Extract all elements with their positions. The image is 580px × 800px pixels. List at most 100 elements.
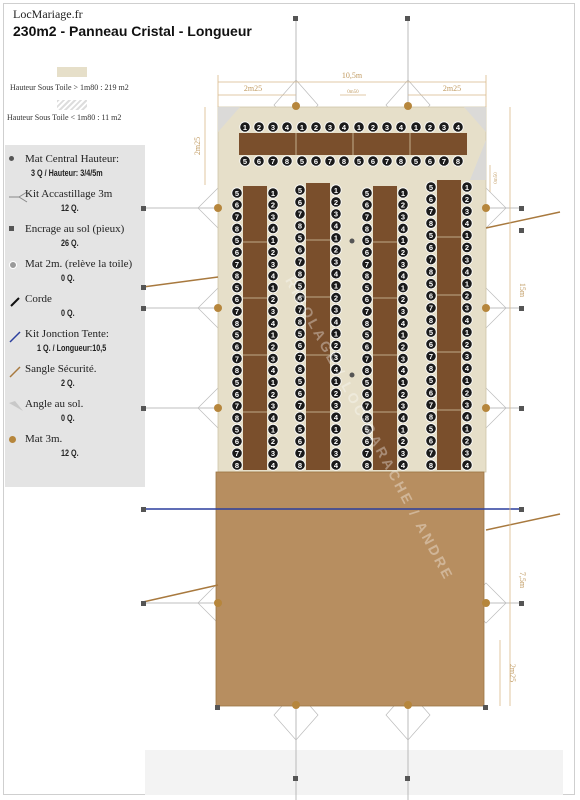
seat <box>361 270 373 282</box>
seat <box>425 350 437 362</box>
seat-number: 4 <box>271 461 276 470</box>
seat-number: 5 <box>429 183 433 192</box>
seat-number: 3 <box>334 305 338 314</box>
seat-number: 1 <box>271 283 275 292</box>
seat-number: 8 <box>456 157 460 166</box>
seat <box>267 121 279 133</box>
seat <box>338 121 350 133</box>
seat <box>461 217 473 229</box>
seat-number: 8 <box>235 413 239 422</box>
seat <box>461 447 473 459</box>
seat <box>294 196 306 208</box>
seat-number: 5 <box>235 189 239 198</box>
seat <box>425 217 437 229</box>
seat <box>294 208 306 220</box>
seat-number: 8 <box>429 364 433 373</box>
seat-number: 8 <box>285 157 289 166</box>
seat <box>294 232 306 244</box>
seat-number: 6 <box>314 157 318 166</box>
seat-number: 6 <box>298 246 302 255</box>
seat <box>438 155 450 167</box>
seat-number: 4 <box>465 461 470 470</box>
site-name: LocMariage.fr <box>13 7 83 21</box>
seat-number: 2 <box>401 295 405 304</box>
seat-number: 2 <box>334 341 338 350</box>
seat-number: 1 <box>243 123 247 132</box>
seat <box>231 447 243 459</box>
seat <box>231 329 243 341</box>
seat <box>410 121 422 133</box>
seat-number: 2 <box>401 390 405 399</box>
seat-number: 7 <box>429 400 433 409</box>
seat <box>330 435 342 447</box>
seat <box>381 155 393 167</box>
seat <box>397 199 409 211</box>
seat <box>267 258 279 270</box>
seat-number: 3 <box>465 400 469 409</box>
seat <box>338 155 350 167</box>
seat <box>330 399 342 411</box>
seat-number: 7 <box>235 260 239 269</box>
seat <box>461 181 473 193</box>
seat-number: 1 <box>465 425 469 434</box>
seat-number: 2 <box>334 389 338 398</box>
seat-number: 4 <box>334 461 339 470</box>
seat <box>461 266 473 278</box>
seat-number: 2 <box>334 198 338 207</box>
seat-number: 2 <box>334 293 338 302</box>
seat-number: 4 <box>401 319 406 328</box>
seat <box>267 447 279 459</box>
legend-panel: Hauteur Sous Toile > 1m80 : 219 m2 Haute… <box>5 55 145 487</box>
seat <box>267 412 279 424</box>
seat <box>353 121 365 133</box>
seat <box>425 302 437 314</box>
seat <box>330 184 342 196</box>
seat <box>397 412 409 424</box>
seat <box>461 459 473 471</box>
dim-small-right: 0m50 <box>494 172 499 184</box>
seat <box>397 258 409 270</box>
seat <box>397 364 409 376</box>
seat-number: 3 <box>271 354 275 363</box>
seat-number: 8 <box>342 157 346 166</box>
footer-band <box>145 750 563 795</box>
seat <box>310 121 322 133</box>
seat-number: 4 <box>334 269 339 278</box>
seat-number: 5 <box>365 189 369 198</box>
seat <box>330 387 342 399</box>
seat <box>425 411 437 423</box>
seat-number: 4 <box>271 413 276 422</box>
seat <box>425 459 437 471</box>
seat <box>397 293 409 306</box>
seat-number: 8 <box>429 267 433 276</box>
seat <box>397 270 409 282</box>
seat <box>294 459 306 471</box>
seat-number: 5 <box>235 283 239 292</box>
seat <box>425 423 437 435</box>
seat <box>281 155 293 167</box>
equipment-legend: Mat Central Hauteur: 3 Q / Hauteur: 3/4/… <box>5 145 145 487</box>
seat <box>294 292 306 304</box>
seat-number: 5 <box>300 157 304 166</box>
seat-number: 7 <box>385 157 389 166</box>
dance-floor <box>215 471 485 707</box>
seat <box>361 364 373 376</box>
seat <box>294 363 306 375</box>
ground-stakes <box>141 16 524 781</box>
seat-number: 3 <box>271 260 275 269</box>
seat-number: 1 <box>401 425 405 434</box>
seat-number: 2 <box>314 123 318 132</box>
table-separators <box>243 133 461 413</box>
seat-number: 8 <box>365 413 369 422</box>
seat <box>294 375 306 387</box>
seat <box>425 435 437 447</box>
seat <box>461 423 473 435</box>
seat <box>361 341 373 353</box>
seat-number: 4 <box>334 317 339 326</box>
seat-number: 5 <box>235 378 239 387</box>
seat-number: 7 <box>365 307 369 316</box>
seat-number: 1 <box>334 234 338 243</box>
seat <box>294 351 306 363</box>
